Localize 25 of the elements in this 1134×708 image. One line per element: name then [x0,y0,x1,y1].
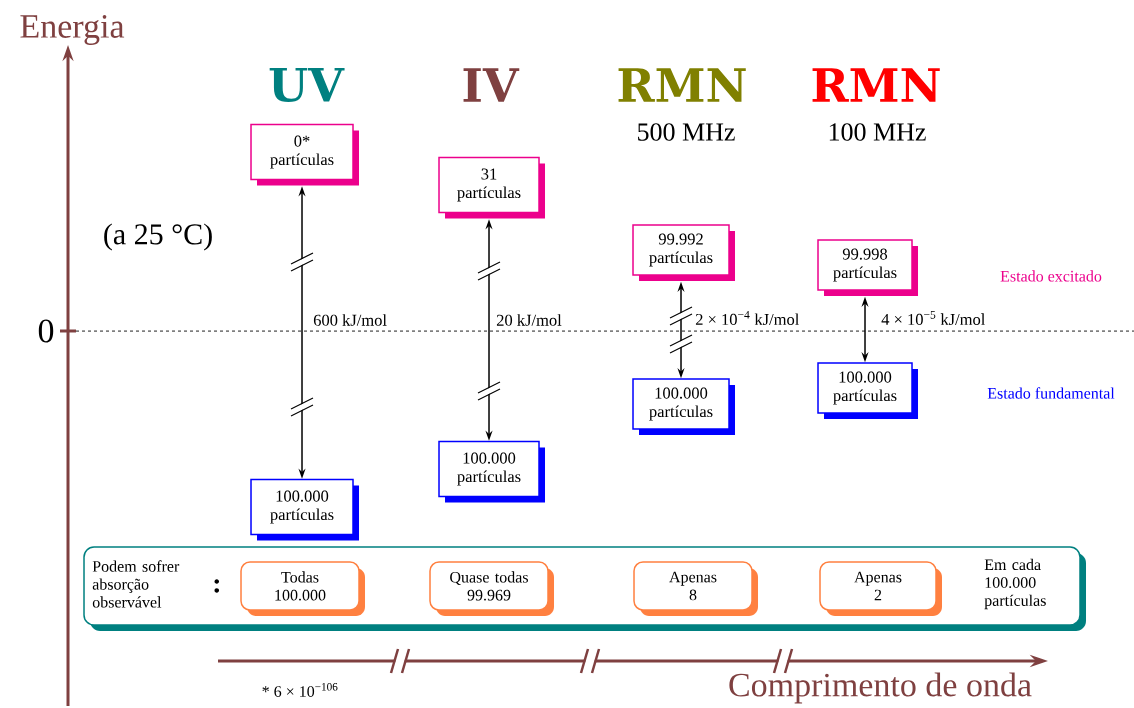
state-box: 100.000 partículas [438,440,545,503]
edge-label: 20 kJ/mol [495,313,563,327]
footnote: * 6 × 10$^{−106}$ [262,683,338,697]
technique-heading: RMN [812,68,940,102]
edge-label: 2 × 10$^{−4}$ kJ/mol [694,309,801,326]
technique-heading: IV [463,68,520,102]
state-legend-text: Estado excitado [1000,270,1102,282]
edge-label: 600 kJ/mol [312,313,388,327]
technique-heading: UV [269,67,345,103]
technique-heading: RMN [618,68,746,102]
frequency-label: 100 MHz [829,123,926,141]
state-box: 100.000 partículas [250,478,359,541]
temperature-note: (a 25 °C) [104,223,212,251]
axis-title: Comprimento de onda [729,672,1032,704]
state-box: 31 partículas [438,156,545,219]
state-legend-text: Estado fundamental [987,387,1115,399]
state-box: 0* partículas [250,123,359,186]
axis-zero-label: 0 [38,319,54,343]
frequency-label: 500 MHz [638,123,735,141]
state-box: 99.998 partículas [817,239,918,296]
state-box: 100.000 partículas [632,378,735,435]
axis-title: Energia [20,15,125,45]
state-box: 99.992 partículas [632,224,735,281]
state-box: 100.000 partículas [817,362,918,419]
edge-label: 4 × 10$^{−5}$ kJ/mol [880,310,987,326]
